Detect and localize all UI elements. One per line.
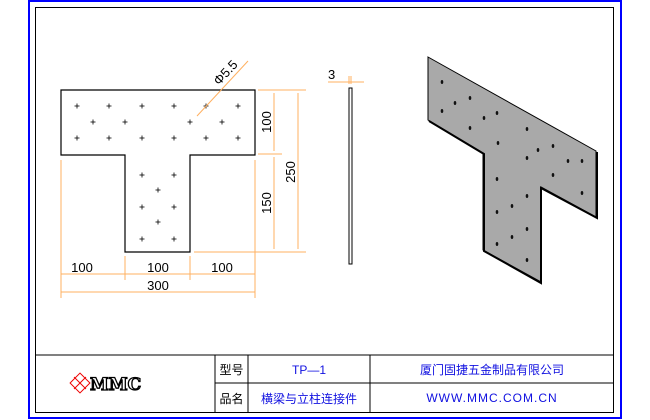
hole-3d (468, 126, 472, 130)
dimension-lines (60, 76, 364, 298)
hole-diameter-label: Φ5.5 (210, 57, 240, 88)
hole-3d (536, 148, 540, 152)
hole-3d (495, 210, 499, 214)
dim-top-height: 100 (259, 111, 274, 133)
hole-marks-3d (440, 80, 584, 262)
dim-width-2: 100 (147, 260, 169, 275)
hole-3d (525, 258, 529, 262)
t-plate-3d-view (427, 56, 597, 283)
hole-3d (580, 191, 584, 195)
hole-3d (440, 109, 444, 113)
hole-3d (468, 96, 472, 100)
hole-3d (525, 127, 529, 131)
hole-marks (74, 103, 241, 242)
hole-3d (495, 242, 499, 246)
hole-3d (495, 177, 499, 181)
hole-3d (440, 80, 444, 84)
t-plate-front-view (60, 89, 256, 253)
dim-thickness: 3 (328, 67, 335, 82)
hole-3d (525, 194, 529, 198)
hole-3d (551, 144, 555, 148)
logo-text: MMC (90, 375, 141, 395)
mmc-logo (69, 372, 91, 394)
hole-3d (453, 101, 457, 105)
model-label: 型号 (219, 363, 244, 377)
hole-3d (566, 159, 570, 163)
company-name: 厦门固捷五金制品有限公司 (419, 363, 564, 377)
hole-3d (580, 159, 584, 163)
dim-stem-height: 150 (259, 192, 274, 214)
dim-total-width: 300 (147, 278, 169, 293)
name-value: 横梁与立柱连接件 (260, 391, 357, 406)
model-value: TP—1 (291, 362, 326, 377)
hole-3d (496, 141, 500, 145)
hole-3d (551, 173, 555, 177)
hole-3d (510, 235, 514, 239)
hole-3d (510, 204, 514, 208)
outer-frame (28, 0, 622, 419)
name-label: 品名 (219, 391, 244, 406)
website: WWW.MMC.COM.CN (426, 391, 558, 405)
hole-3d (495, 111, 499, 115)
inner-frame (35, 7, 614, 413)
hole-leader-line (196, 60, 249, 117)
title-block-lines (35, 354, 614, 412)
plate-side-view (348, 87, 353, 265)
hole-3d (525, 227, 529, 231)
dim-width-3: 100 (211, 260, 233, 275)
hole-3d (525, 156, 529, 160)
hole-3d (482, 116, 486, 120)
dim-width-1: 100 (71, 260, 93, 275)
dim-total-height: 250 (283, 161, 298, 183)
